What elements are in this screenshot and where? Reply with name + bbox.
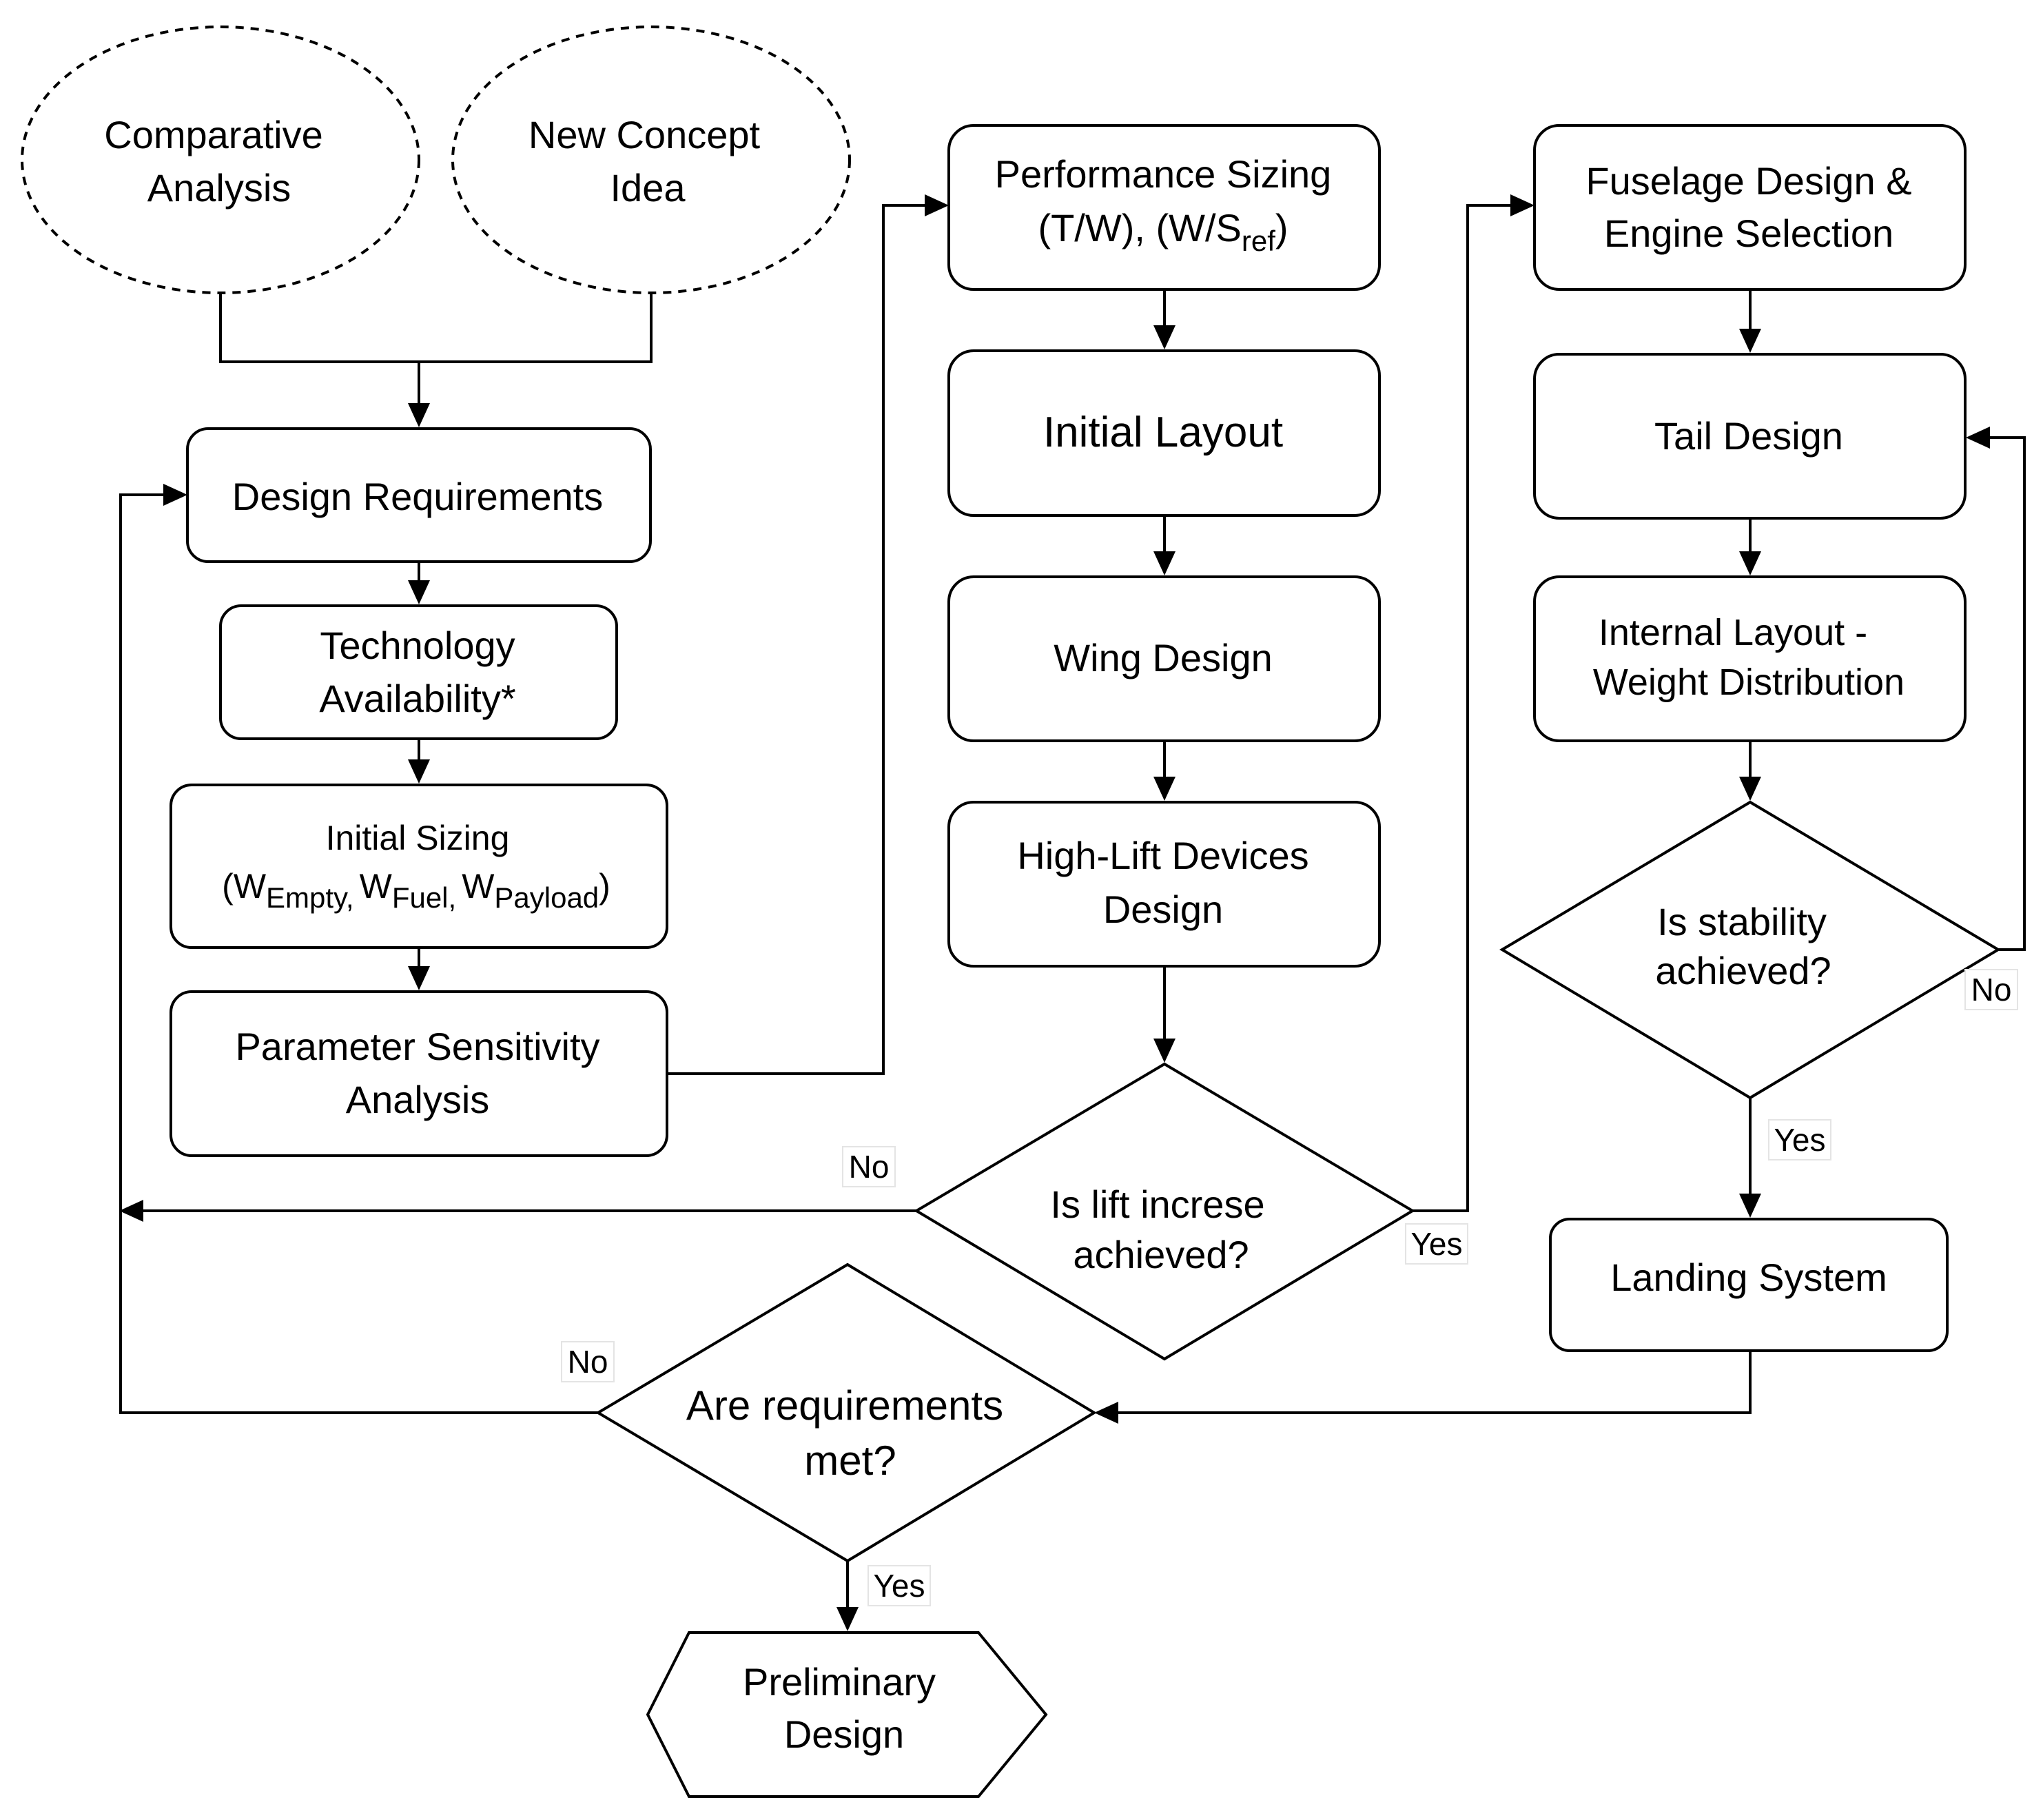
- high-lift-line2: Design: [1103, 888, 1223, 931]
- wing-design-label: Wing Design: [1054, 636, 1272, 679]
- svg-text:Yes: Yes: [1410, 1226, 1462, 1262]
- stability-yes-label: Yes: [1768, 1119, 1831, 1160]
- edge-comparative-to-merge: [219, 293, 653, 363]
- new-concept-line1: New Concept: [528, 113, 761, 156]
- arrowhead: [1094, 1402, 1118, 1424]
- design-requirements-node: Design Requirements: [186, 427, 652, 563]
- edge-stability-no: [1981, 436, 2026, 951]
- fuselage-line2: Engine Selection: [1604, 212, 1893, 255]
- svg-text:Yes: Yes: [1774, 1122, 1825, 1158]
- performance-sizing-line1: Performance Sizing: [995, 152, 1332, 196]
- design-requirements-label: Design Requirements: [232, 475, 603, 518]
- arrowhead: [408, 580, 430, 604]
- arrowhead: [1153, 1039, 1176, 1063]
- requirements-decision-node: Are requirements met?: [595, 1262, 1097, 1563]
- preliminary-design-node: Preliminary Design: [646, 1631, 1048, 1798]
- arrowhead: [119, 1200, 143, 1222]
- arrowhead: [1739, 777, 1761, 801]
- svg-text:No: No: [1971, 972, 2012, 1008]
- parameter-sensitivity-line2: Analysis: [346, 1078, 490, 1121]
- initial-sizing-node: Initial Sizing (WEmpty,WFuel,WPayload): [170, 784, 668, 949]
- comparative-analysis-node: Comparative Analysis: [21, 25, 420, 294]
- arrowhead: [163, 484, 187, 506]
- stability-decision-node: Is stability achieved?: [1499, 800, 2001, 1100]
- landing-system-label: Landing System: [1610, 1256, 1887, 1299]
- arrowhead: [408, 403, 430, 427]
- new-concept-idea-node: New Concept Idea: [451, 25, 851, 294]
- arrowhead: [1153, 551, 1176, 575]
- technology-availability-node: Technology Availability*: [219, 604, 618, 740]
- svg-text:Yes: Yes: [873, 1568, 925, 1604]
- edge-labels: No Yes No Yes No Yes: [561, 969, 2018, 1606]
- requirements-yes-label: Yes: [867, 1565, 931, 1606]
- edges: [119, 194, 2026, 1631]
- lift-no-label: No: [842, 1146, 896, 1187]
- technology-line1: Technology: [320, 624, 515, 667]
- lift-decision-line2: achieved?: [1073, 1233, 1249, 1276]
- svg-text:No: No: [849, 1149, 890, 1185]
- arrowhead: [1966, 427, 1990, 449]
- arrowhead: [836, 1607, 859, 1631]
- arrowhead: [1153, 325, 1176, 349]
- comparative-analysis-line2: Analysis: [147, 166, 291, 209]
- initial-sizing-line2: (WEmpty,WFuel,WPayload): [222, 867, 610, 914]
- parameter-sensitivity-line1: Parameter Sensitivity: [235, 1025, 599, 1068]
- high-lift-line1: High-Lift Devices: [1017, 834, 1308, 877]
- initial-sizing-line1: Initial Sizing: [326, 819, 510, 857]
- tail-design-label: Tail Design: [1654, 414, 1843, 458]
- fuselage-engine-node: Fuselage Design & Engine Selection: [1533, 124, 1967, 291]
- arrowhead: [925, 194, 949, 216]
- edge-landing-to-requirements: [1109, 1351, 1752, 1414]
- edge-sensitivity-to-performance: [667, 204, 934, 1075]
- lift-decision-line1: Is lift increse: [1050, 1183, 1264, 1226]
- svg-text:No: No: [568, 1344, 608, 1380]
- arrowhead: [1153, 777, 1176, 801]
- arrowhead: [408, 966, 430, 990]
- requirements-no-label: No: [561, 1341, 615, 1382]
- initial-layout-node: Initial Layout: [947, 349, 1381, 517]
- parameter-sensitivity-node: Parameter Sensitivity Analysis: [170, 990, 668, 1157]
- lift-yes-label: Yes: [1405, 1223, 1468, 1265]
- wing-design-node: Wing Design: [947, 575, 1381, 742]
- arrowhead: [1739, 329, 1761, 353]
- arrowhead: [1739, 1194, 1761, 1218]
- requirements-line2: met?: [804, 1438, 896, 1484]
- high-lift-design-node: High-Lift Devices Design: [947, 801, 1381, 968]
- edge-lift-yes: [1413, 204, 1519, 1212]
- comparative-analysis-line1: Comparative: [104, 113, 322, 156]
- tail-design-node: Tail Design: [1533, 353, 1967, 520]
- initial-layout-label: Initial Layout: [1043, 409, 1283, 456]
- fuselage-line1: Fuselage Design &: [1585, 159, 1911, 203]
- performance-sizing-node: Performance Sizing (T/W), (W/Sref): [947, 124, 1381, 291]
- edge-requirements-no: [119, 493, 598, 1414]
- lift-decision-node: Is lift increse achieved?: [914, 1062, 1415, 1361]
- internal-layout-line2: Weight Distribution: [1593, 662, 1905, 703]
- new-concept-line2: Idea: [610, 166, 686, 209]
- preliminary-line1: Preliminary: [743, 1660, 936, 1704]
- stability-line2: achieved?: [1655, 949, 1831, 992]
- performance-sizing-line2: (T/W), (W/Sref): [1038, 206, 1288, 257]
- arrowhead: [1739, 551, 1761, 575]
- arrowhead: [1510, 194, 1534, 216]
- stability-line1: Is stability: [1657, 900, 1827, 943]
- stability-no-label: No: [1964, 969, 2018, 1010]
- technology-line2: Availability*: [319, 677, 515, 720]
- landing-system-node: Landing System: [1549, 1218, 1949, 1352]
- requirements-line1: Are requirements: [686, 1382, 1003, 1429]
- preliminary-line2: Design: [784, 1712, 904, 1756]
- arrowhead: [408, 759, 430, 784]
- internal-layout-line1: Internal Layout -: [1599, 612, 1867, 653]
- internal-layout-node: Internal Layout - Weight Distribution: [1533, 575, 1967, 742]
